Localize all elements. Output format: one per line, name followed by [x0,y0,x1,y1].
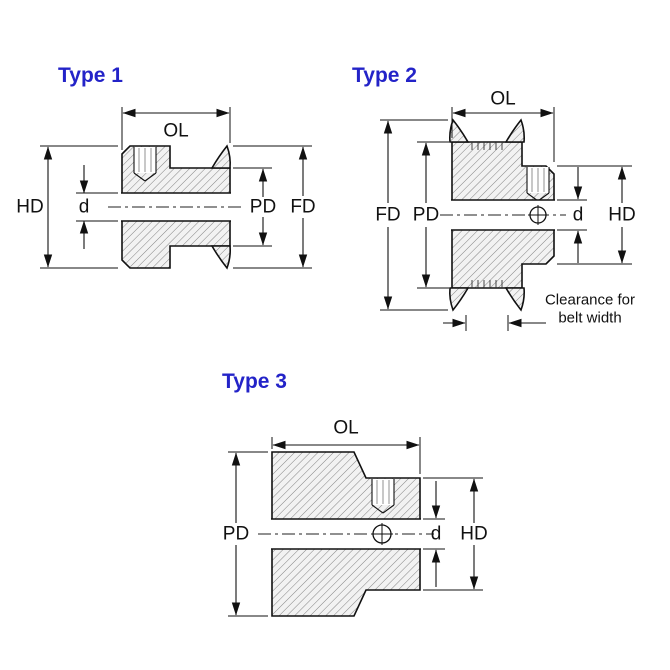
type1-dim-fd: FD [290,197,315,218]
type3-title: Type 3 [222,370,287,393]
type3-dim-hd: HD [460,524,487,545]
type2-flange-bottom-right [504,287,525,312]
type1-title: Type 1 [58,64,123,87]
type2-flange-bottom-left [449,287,470,312]
type3-dimension-arrows [231,440,479,616]
type2-extension-lines [380,107,632,331]
type2-clearance-note-line2: belt width [558,310,621,327]
type1-dim-pd: PD [250,197,276,218]
type3-drawing: Type 3 OL PD d HD [222,370,488,617]
type3-extension-lines [228,437,483,617]
type1-flange-top [210,144,231,169]
type2-setscrew-hole [528,205,548,225]
type1-dim-hd: HD [16,197,43,218]
type1-drawing: Type 1 OL HD d PD FD [16,64,316,270]
type2-title: Type 2 [352,64,417,87]
type3-dim-pd: PD [223,524,249,545]
type2-setscrew-threads [526,167,550,202]
type2-dim-ol: OL [490,89,515,110]
type1-dimension-arrows [43,108,308,268]
type2-dim-hd: HD [608,205,635,226]
type2-dim-fd: FD [375,205,400,226]
type3-setscrew-hole [371,523,393,545]
type1-dim-d: d [79,197,90,218]
type2-dim-pd: PD [413,205,439,226]
type2-clearance-note-line1: Clearance for [545,292,635,309]
type1-flange-bottom [210,245,231,270]
type3-dim-d: d [431,524,442,545]
type1-dim-ol: OL [163,121,188,142]
type1-extension-lines [40,107,312,269]
type2-dim-d: d [573,205,584,226]
type3-setscrew-threads [371,479,395,514]
type2-flange-top-left [449,118,470,143]
type2-dimension-arrows [383,108,627,328]
type2-drawing: Type 2 OL FD PD d HD Clearance for belt … [352,64,636,331]
type1-setscrew-threads [133,147,157,182]
type3-dim-ol: OL [333,418,358,439]
type2-flange-top-right [504,118,525,143]
type2-teeth-marks [471,142,503,288]
